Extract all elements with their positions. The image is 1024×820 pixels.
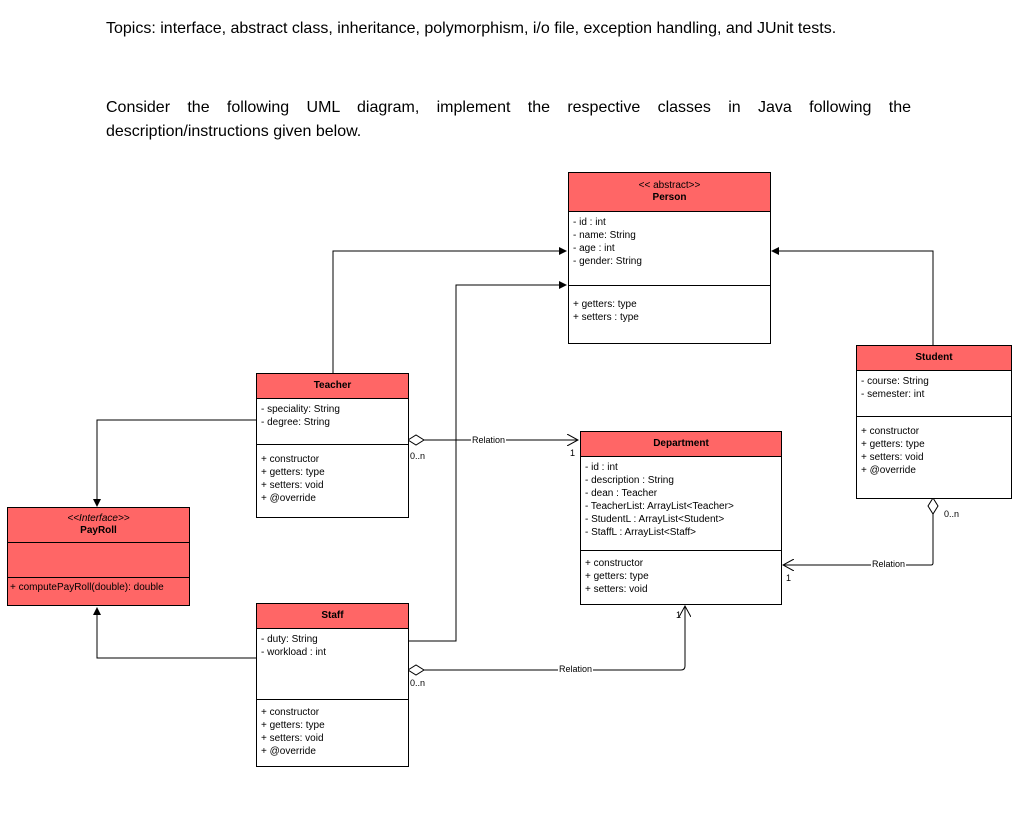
attributes-section: - course: String - semester: int [857, 371, 1011, 417]
attributes-section: - id : int - name: String - age : int - … [569, 212, 770, 286]
multiplicity-label: 1 [676, 610, 682, 620]
attribute: - description : String [585, 475, 674, 486]
attributes-section: - speciality: String - degree: String [257, 399, 408, 445]
class-header: Student [857, 346, 1011, 371]
interface-payroll[interactable]: <<Interface>> PayRoll + computePayRoll(d… [7, 507, 190, 606]
attribute: - StudentL : ArrayList<Student> [585, 514, 725, 525]
method: + constructor [585, 558, 644, 569]
class-name: Student [915, 352, 953, 363]
attribute: - id : int [573, 217, 606, 228]
staff-department-relation [408, 606, 685, 671]
topics-line: Topics: interface, abstract class, inher… [106, 20, 837, 37]
methods-section: + constructor + getters: type + setters:… [257, 445, 408, 520]
attribute: - id : int [585, 462, 618, 473]
method: + constructor [261, 454, 320, 465]
student-department-relation [783, 514, 934, 565]
method: + setters : type [573, 312, 639, 323]
class-department[interactable]: Department - id : int - description : St… [580, 431, 782, 605]
method: + constructor [261, 707, 320, 718]
method: + constructor [861, 426, 920, 437]
class-teacher[interactable]: Teacher - speciality: String - degree: S… [256, 373, 409, 518]
method: + setters: void [861, 452, 924, 463]
method: + @override [261, 746, 316, 757]
teacher-payroll-line [93, 419, 257, 507]
attribute: - StaffL : ArrayList<Staff> [585, 527, 696, 538]
methods-section: + constructor + getters: type + setters:… [581, 551, 781, 609]
attribute: - speciality: String [261, 404, 340, 415]
relation-label: Relation [471, 435, 507, 446]
multiplicity-label: 0..n [410, 451, 426, 461]
staff-payroll-line [93, 607, 257, 659]
method: + setters: void [261, 480, 324, 491]
attribute: - semester: int [861, 389, 925, 400]
method: + @override [261, 493, 316, 504]
method: + @override [861, 465, 916, 476]
class-name: Department [653, 438, 709, 449]
attribute: - dean : Teacher [585, 488, 658, 499]
attributes-section: - duty: String - workload : int [257, 629, 408, 700]
method: + getters: type [585, 571, 649, 582]
class-header: Staff [257, 604, 408, 629]
attribute: - TeacherList: ArrayList<Teacher> [585, 501, 734, 512]
student-person-line [771, 247, 934, 345]
attribute: - age : int [573, 243, 615, 254]
class-name: Staff [321, 610, 344, 621]
attributes-section [8, 543, 189, 578]
class-student[interactable]: Student - course: String - semester: int… [856, 345, 1012, 499]
methods-section: + constructor + getters: type + setters:… [857, 417, 1011, 500]
class-person[interactable]: << abstract>> Person - id : int - name: … [568, 172, 771, 344]
method: + computePayRoll(double): double [10, 582, 164, 593]
multiplicity-label: 1 [570, 448, 576, 458]
attribute: - workload : int [261, 647, 327, 658]
relation-label: Relation [871, 559, 907, 570]
attribute: - course: String [861, 376, 929, 387]
methods-section: + computePayRoll(double): double [8, 578, 189, 597]
attribute: - name: String [573, 230, 636, 241]
method: + setters: void [261, 733, 324, 744]
method: + getters: type [261, 467, 325, 478]
attribute: - gender: String [573, 256, 642, 267]
stereotype-label: << abstract>> [638, 180, 701, 191]
class-header: Teacher [257, 374, 408, 399]
methods-section: + getters: type + setters : type [569, 286, 770, 353]
multiplicity-label: 1 [786, 573, 792, 583]
class-header: <<Interface>> PayRoll [8, 508, 189, 543]
class-staff[interactable]: Staff - duty: String - workload : int + … [256, 603, 409, 767]
class-name: Person [652, 192, 687, 203]
attribute: - duty: String [261, 634, 318, 645]
class-header: Department [581, 432, 781, 457]
class-name: Teacher [313, 380, 352, 391]
class-name: PayRoll [80, 525, 117, 536]
stereotype-label: <<Interface>> [67, 513, 130, 524]
class-header: << abstract>> Person [569, 173, 770, 212]
attribute: - degree: String [261, 417, 330, 428]
relation-label: Relation [558, 664, 594, 675]
method: + getters: type [573, 299, 637, 310]
method: + getters: type [861, 439, 925, 450]
methods-section: + constructor + getters: type + setters:… [257, 700, 408, 768]
method: + setters: void [585, 584, 648, 595]
instructions-paragraph: Consider the following UML diagram, impl… [106, 99, 911, 140]
multiplicity-label: 0..n [410, 678, 426, 688]
staff-person-line [408, 281, 567, 642]
attributes-section: - id : int - description : String - dean… [581, 457, 781, 551]
teacher-person-line [332, 247, 567, 373]
multiplicity-label: 0..n [944, 509, 960, 519]
method: + getters: type [261, 720, 325, 731]
